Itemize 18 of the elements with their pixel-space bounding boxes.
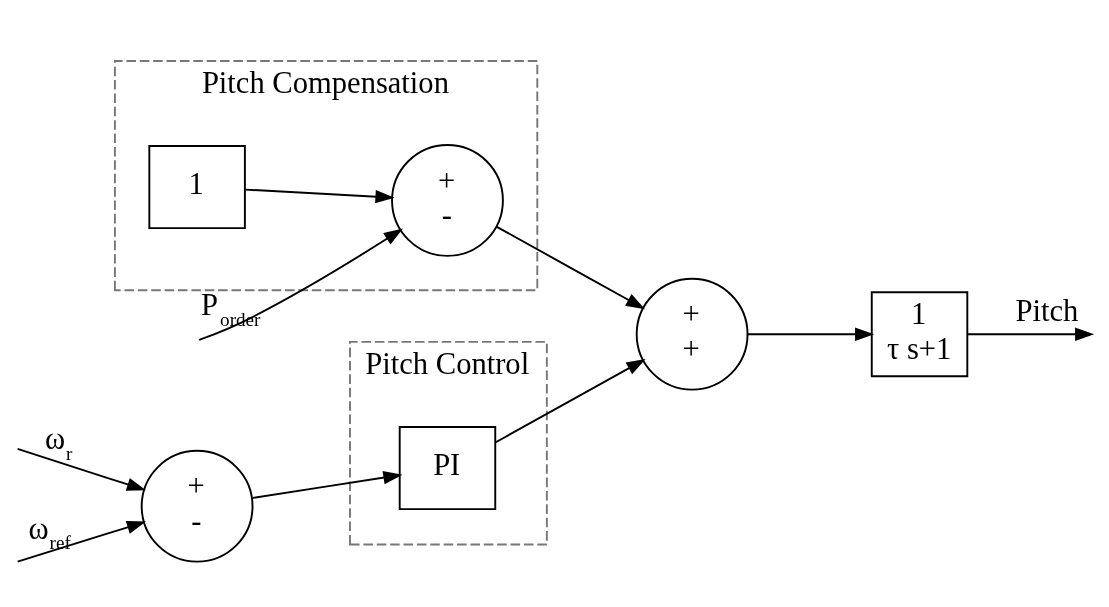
node-circle: + + bbox=[635, 277, 749, 391]
arrow bbox=[494, 358, 646, 443]
arrow bbox=[198, 228, 403, 341]
arrow bbox=[495, 225, 646, 309]
node-circle: + - bbox=[391, 143, 504, 257]
edge-label: ω$_{ref}$ bbox=[28, 511, 71, 553]
node-circle: + - bbox=[140, 449, 254, 563]
arrow bbox=[244, 188, 395, 203]
arrow bbox=[746, 327, 875, 341]
node-box: 1 bbox=[148, 144, 246, 229]
arrow bbox=[966, 327, 1095, 341]
arrow bbox=[16, 447, 147, 491]
edge-label: Pitch bbox=[1015, 293, 1079, 328]
edge-label: ω$_{r}$ bbox=[44, 421, 73, 464]
node-box: 1 τ s+1 bbox=[870, 290, 969, 377]
node-box: PI bbox=[398, 425, 497, 510]
arrow bbox=[251, 470, 403, 499]
arrow bbox=[16, 520, 147, 563]
